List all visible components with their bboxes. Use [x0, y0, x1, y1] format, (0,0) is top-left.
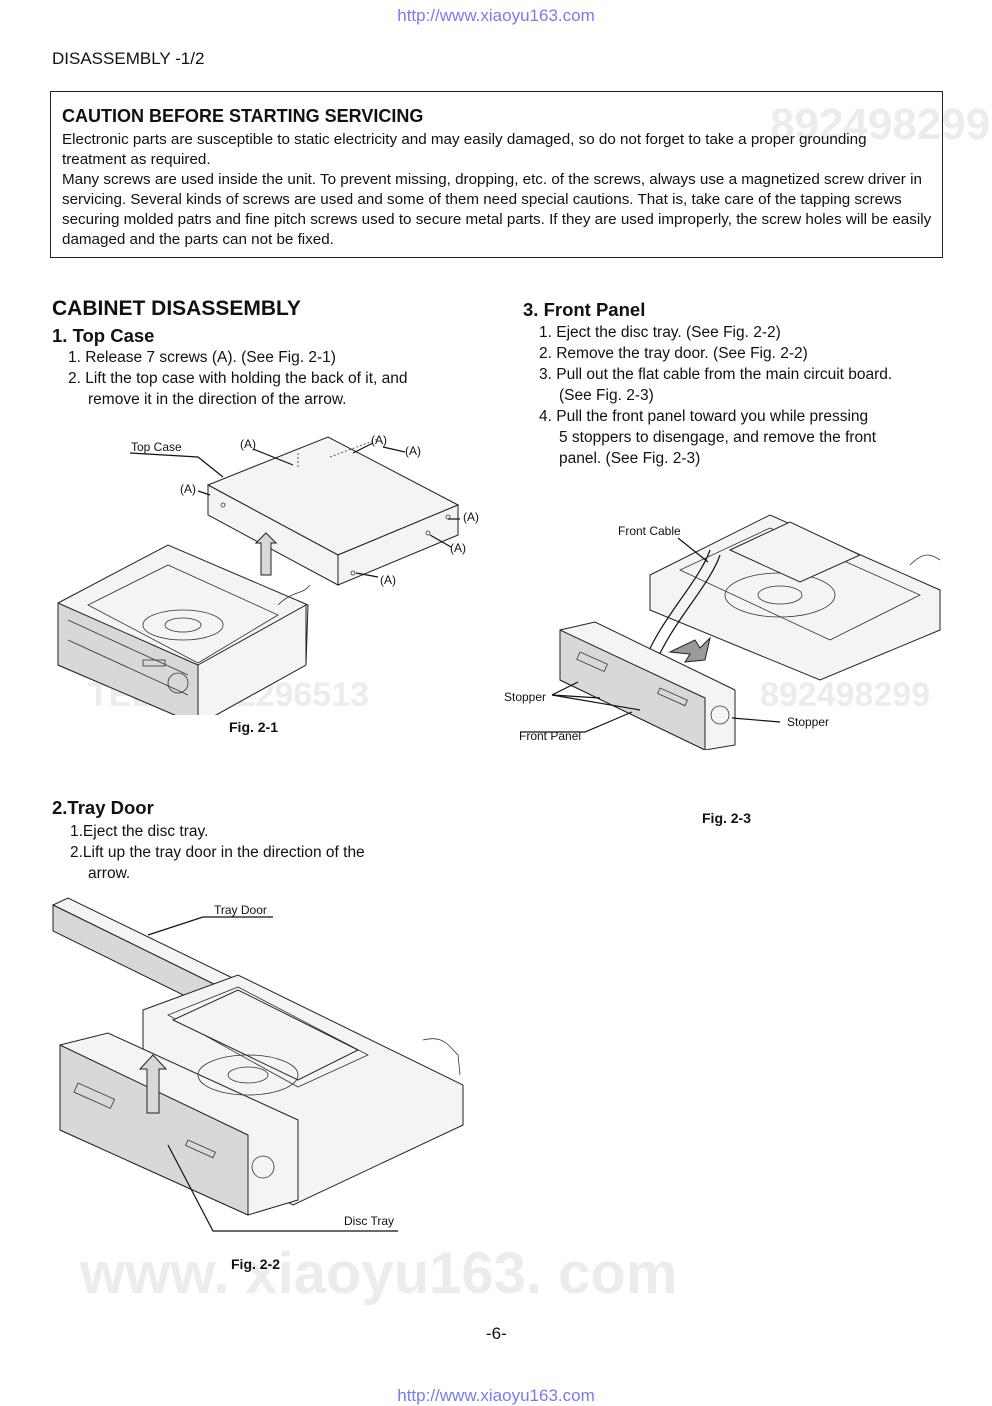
caution-body: Electronic parts are susceptible to stat…: [62, 130, 932, 250]
fig2-label-tray-door: Tray Door: [214, 903, 267, 917]
front-panel-step-4b: 5 stoppers to disengage, and remove the …: [559, 429, 877, 446]
caution-box: CAUTION BEFORE STARTING SERVICING Electr…: [50, 91, 943, 258]
fig3-label-front-cable: Front Cable: [618, 524, 681, 538]
fig-2-3-caption: Fig. 2-3: [702, 810, 752, 826]
fig1-label-a-7: (A): [380, 573, 396, 587]
caution-title: CAUTION BEFORE STARTING SERVICING: [62, 106, 424, 126]
top-case-step-2a: 2. Lift the top case with holding the ba…: [68, 370, 408, 387]
front-panel-step-4c: panel. (See Fig. 2-3): [559, 450, 701, 467]
front-panel-step-2: 2. Remove the tray door. (See Fig. 2-2): [539, 345, 808, 362]
tray-door-title: 2.Tray Door: [52, 797, 154, 818]
cabinet-disassembly-title: CABINET DISASSEMBLY: [52, 297, 301, 320]
fig3-label-stopper-left: Stopper: [504, 690, 547, 704]
watermark-qq: 892498299: [760, 676, 931, 714]
fig1-label-top-case: Top Case: [131, 440, 182, 454]
top-case-steps: 1. Release 7 screws (A). (See Fig. 2-1) …: [68, 347, 488, 410]
fig1-label-a-4: (A): [180, 482, 196, 496]
fig2-label-disc-tray: Disc Tray: [344, 1214, 395, 1228]
fig-2-2-caption: Fig. 2-2: [231, 1256, 281, 1272]
top-case-step-2b: remove it in the direction of the arrow.: [88, 391, 347, 408]
front-panel-step-1: 1. Eject the disc tray. (See Fig. 2-2): [539, 324, 781, 341]
front-panel-title: 3. Front Panel: [523, 299, 646, 320]
caution-paragraph-2: Many screws are used inside the unit. To…: [62, 171, 932, 248]
fig-2-2-illustration: [51, 897, 464, 1232]
tray-door-step-2b: arrow.: [88, 865, 131, 882]
fig1-label-a-2: (A): [371, 433, 387, 447]
url-top[interactable]: http://www.xiaoyu163.com: [397, 6, 595, 25]
tray-door-step-1: 1.Eject the disc tray.: [70, 823, 209, 840]
url-bottom[interactable]: http://www.xiaoyu163.com: [397, 1386, 595, 1405]
top-case-step-1: 1. Release 7 screws (A). (See Fig. 2-1): [68, 349, 336, 366]
top-case-title: 1. Top Case: [52, 325, 155, 346]
watermark-big: www. xiaoyu163. com: [80, 1241, 678, 1306]
front-panel-step-4a: 4. Pull the front panel toward you while…: [539, 408, 869, 425]
fig1-label-a-3: (A): [405, 444, 421, 458]
front-panel-step-3b: (See Fig. 2-3): [559, 387, 654, 404]
fig1-label-a-1: (A): [240, 437, 256, 451]
page-number: -6-: [486, 1324, 507, 1343]
fig1-label-a-5: (A): [463, 510, 479, 524]
fig-2-3-illustration: [520, 514, 941, 750]
tray-door-step-2a: 2.Lift up the tray door in the direction…: [70, 844, 365, 861]
fig-2-1-caption: Fig. 2-1: [229, 719, 279, 735]
tray-door-steps: 1.Eject the disc tray. 2.Lift up the tra…: [70, 821, 470, 884]
page-header-title: DISASSEMBLY -1/2: [52, 49, 205, 68]
watermark-qq-top: 892498299: [770, 100, 991, 149]
fig3-label-front-panel: Front Panel: [519, 729, 582, 743]
fig3-label-stopper-right: Stopper: [787, 715, 830, 729]
front-panel-steps: 1. Eject the disc tray. (See Fig. 2-2) 2…: [539, 322, 949, 469]
caution-paragraph-1: Electronic parts are susceptible to stat…: [62, 131, 867, 168]
fig-2-1-illustration: [57, 436, 460, 715]
fig1-label-a-6: (A): [450, 541, 466, 555]
front-panel-step-3a: 3. Pull out the flat cable from the main…: [539, 366, 893, 383]
